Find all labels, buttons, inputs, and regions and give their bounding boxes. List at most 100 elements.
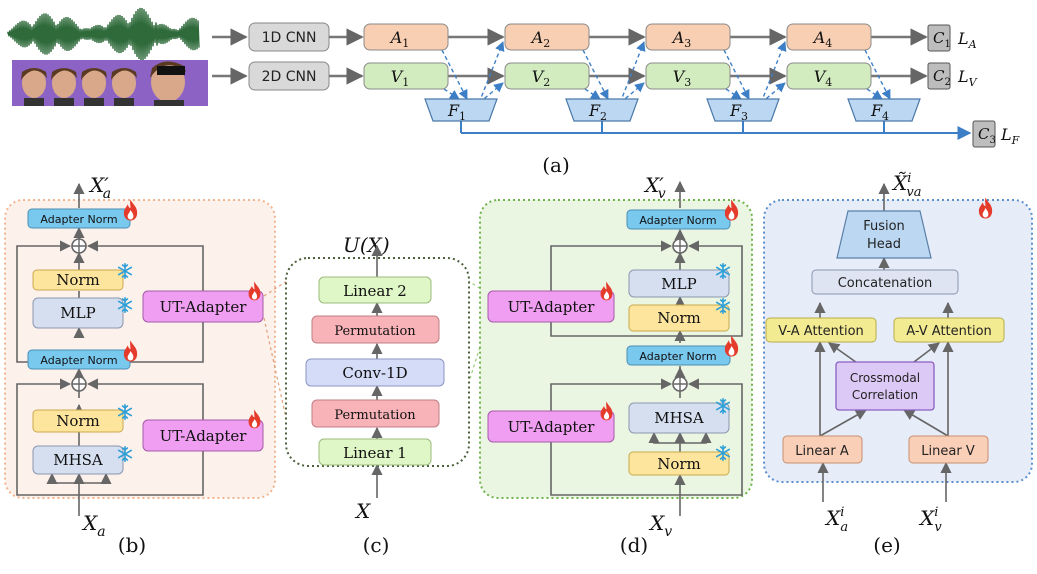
- cnn-1d-block: 1D CNN: [248, 22, 330, 52]
- audio-block-3-letter: A: [671, 28, 685, 47]
- audio-block-4: A4: [786, 23, 872, 51]
- classifier-1: C1 LA: [927, 24, 977, 52]
- caption-b: (b): [118, 533, 146, 557]
- cnn-1d-label: 1D CNN: [262, 30, 317, 46]
- svg-text:Adapter Norm: Adapter Norm: [639, 350, 716, 363]
- d-output-prime: ′: [659, 173, 664, 197]
- svg-text:Crossmodal: Crossmodal: [850, 371, 920, 385]
- fusion-block-1-sub: 1: [459, 110, 466, 123]
- classifier-3-letter: C: [978, 125, 990, 143]
- e-input-v-sub: v: [934, 520, 942, 535]
- classifier-2-letter: C: [933, 67, 945, 85]
- e-linear-v-block: Linear V: [908, 435, 989, 464]
- e-input-a-sup: i: [840, 505, 844, 520]
- fusion-block-1: F1: [424, 98, 498, 123]
- audio-block-1-letter: A: [389, 28, 403, 47]
- face-frame-2: [51, 68, 77, 106]
- svg-text:Head: Head: [867, 237, 901, 252]
- audio-block-1-sub: 1: [402, 37, 409, 50]
- svg-text:Linear 2: Linear 2: [343, 282, 407, 300]
- e-crossmodal-correlation-block: Crossmodal Correlation: [835, 361, 935, 411]
- cnn-2d-block: 2D CNN: [248, 61, 330, 91]
- fusion-block-2-letter: F: [588, 101, 601, 120]
- video-to-fusion-1: [443, 88, 460, 100]
- svg-text:C1: C1: [933, 29, 951, 50]
- video-block-4: V4: [786, 62, 872, 90]
- c-conv1d-block: Conv-1D: [305, 358, 445, 387]
- c-input-label: X: [354, 499, 371, 523]
- svg-text:LA: LA: [957, 29, 977, 51]
- svg-text:Xv: Xv: [648, 511, 672, 540]
- svg-text:Permutation: Permutation: [334, 408, 416, 423]
- svg-text:MLP: MLP: [60, 304, 95, 322]
- fusion-to-video-2: [478, 82, 504, 104]
- c-output-label: U(X): [343, 233, 390, 257]
- e-av-attention-block: A-V Attention: [893, 317, 1005, 343]
- d-ut-adapter-bottom: UT-Adapter: [487, 410, 615, 443]
- d-adapter-norm-mid: Adapter Norm: [626, 345, 731, 366]
- c-permutation-bottom-block: Permutation: [311, 399, 440, 428]
- classifier-3-sub: 3: [989, 135, 995, 146]
- classifier-1-letter: C: [933, 29, 945, 47]
- fusion-block-4-sub: 4: [882, 110, 889, 123]
- svg-text:A3: A3: [671, 28, 692, 50]
- svg-text:Linear A: Linear A: [795, 444, 849, 459]
- d-mhsa-block: MHSA: [628, 402, 730, 434]
- audio-block-4-sub: 4: [825, 37, 832, 50]
- caption-c: (c): [363, 533, 390, 557]
- b-output-sub: a: [103, 186, 111, 202]
- e-output-x: X̃: [891, 171, 908, 195]
- svg-text:Adapter Norm: Adapter Norm: [40, 354, 117, 367]
- face-frame-1: [21, 68, 47, 106]
- loss-a-letter: L: [957, 29, 969, 48]
- loss-f-letter: L: [1000, 125, 1012, 144]
- svg-text:F2: F2: [588, 101, 607, 123]
- video-block-3: V3: [645, 62, 731, 90]
- svg-text:Xa: Xa: [81, 511, 106, 540]
- fusion-to-video-3: [619, 82, 645, 104]
- svg-text:V1: V1: [391, 67, 410, 89]
- caption-a: (a): [542, 153, 570, 177]
- classifier-1-sub: 1: [944, 39, 950, 50]
- b-norm-block: Norm: [32, 409, 124, 433]
- audio-to-fusion-2: [582, 49, 609, 100]
- video-block-1-sub: 1: [402, 76, 409, 89]
- b-mlp-block: MLP: [32, 297, 124, 329]
- d-ut-adapter-top: UT-Adapter: [487, 290, 615, 323]
- e-output-sub: va: [906, 185, 921, 200]
- svg-text:X′v: X′v: [643, 173, 666, 202]
- audio-block-3-sub: 3: [684, 37, 691, 50]
- svg-text:X′a: X′a: [88, 173, 111, 202]
- d-norm-bottom-block: Norm: [628, 451, 730, 476]
- svg-text:Adapter Norm: Adapter Norm: [40, 213, 117, 226]
- svg-text:Norm: Norm: [657, 309, 701, 327]
- fusion-block-3-letter: F: [729, 101, 742, 120]
- audio-to-fusion-1: [441, 49, 468, 100]
- video-block-3-sub: 3: [684, 76, 691, 89]
- svg-text:Xiv: Xiv: [918, 505, 942, 535]
- d-output-x: X: [643, 173, 660, 197]
- svg-text:UT-Adapter: UT-Adapter: [508, 298, 596, 316]
- loss-a-sub: A: [968, 38, 977, 51]
- b-adapter-norm-top: Adapter Norm: [27, 208, 131, 229]
- d-norm-top-block: Norm: [628, 304, 730, 332]
- svg-text:F4: F4: [870, 101, 889, 123]
- fusion-to-video-4: [760, 82, 786, 104]
- fusion-block-3-sub: 3: [741, 110, 748, 123]
- loss-v-letter: L: [957, 67, 969, 86]
- svg-text:MHSA: MHSA: [654, 409, 704, 427]
- audio-block-2: A2: [504, 23, 590, 51]
- svg-text:V4: V4: [814, 67, 833, 89]
- fusion-block-2: F2: [565, 98, 639, 123]
- video-block-4-sub: 4: [825, 76, 832, 89]
- fusion-to-audio-4: [760, 41, 787, 104]
- loss-f-sub: F: [1011, 134, 1020, 147]
- e-input-a-sub: a: [840, 520, 848, 535]
- video-to-fusion-3: [725, 88, 742, 100]
- svg-text:A2: A2: [530, 28, 551, 50]
- audio-block-2-letter: A: [530, 28, 544, 47]
- svg-text:Linear 1: Linear 1: [343, 444, 407, 462]
- e-linear-a-block: Linear A: [782, 435, 863, 464]
- fusion-block-4-letter: F: [870, 101, 883, 120]
